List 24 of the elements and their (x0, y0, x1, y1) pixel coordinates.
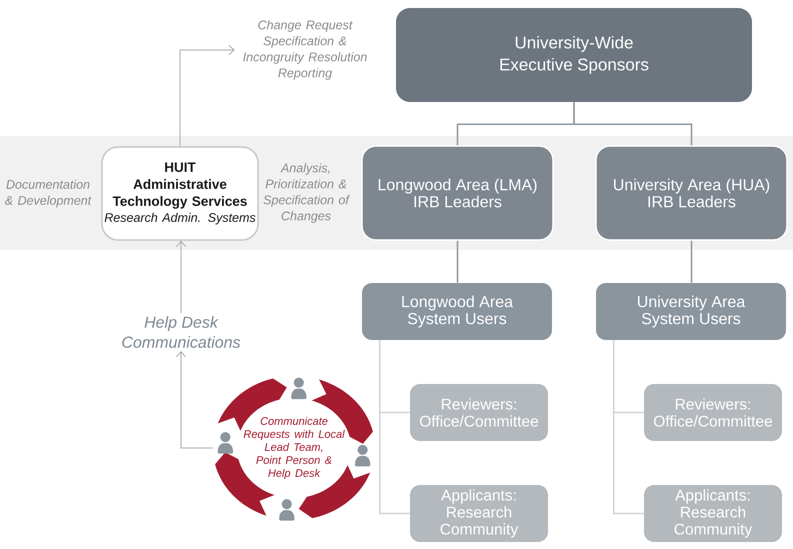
connector (378, 340, 410, 514)
org-box: Longwood Area (LMA) IRB Leaders (361, 145, 554, 241)
org-box: Longwood Area System Users (362, 283, 552, 340)
annotation: Help Desk Communications (122, 316, 240, 348)
org-box: University-Wide Executive Sponsors (396, 8, 752, 102)
org-box: Reviewers: Office/Committee (410, 384, 548, 441)
arrow (176, 240, 186, 314)
org-box: Applicants: Research Community (410, 485, 548, 542)
org-box: Reviewers: Office/Committee (644, 384, 782, 441)
connector (573, 102, 692, 146)
connector (690, 240, 692, 283)
connector (612, 340, 644, 514)
team-box: HUIT Administrative Technology Services Research Admin. Systems (101, 146, 259, 241)
annotation: Documentation & Development (5, 180, 92, 208)
arrow (176, 351, 214, 448)
arrow (180, 44, 235, 147)
org-box: Applicants: Research Community (644, 485, 782, 542)
annotation: Analysis, Prioritization & Specification of Changes (264, 163, 350, 223)
org-box: University Area (HUA) IRB Leaders (595, 145, 788, 241)
cycle-ring: Communicate Requests with Local Lead Team, Point Person & Help Desk (215, 378, 373, 518)
node-label: Lead Team, Point Person & Help Desk (256, 442, 332, 480)
connector (456, 240, 458, 283)
annotation: Change Request Specification & Incongruity Resolution Reporting (243, 20, 367, 80)
org-box: University Area System Users (596, 283, 786, 340)
